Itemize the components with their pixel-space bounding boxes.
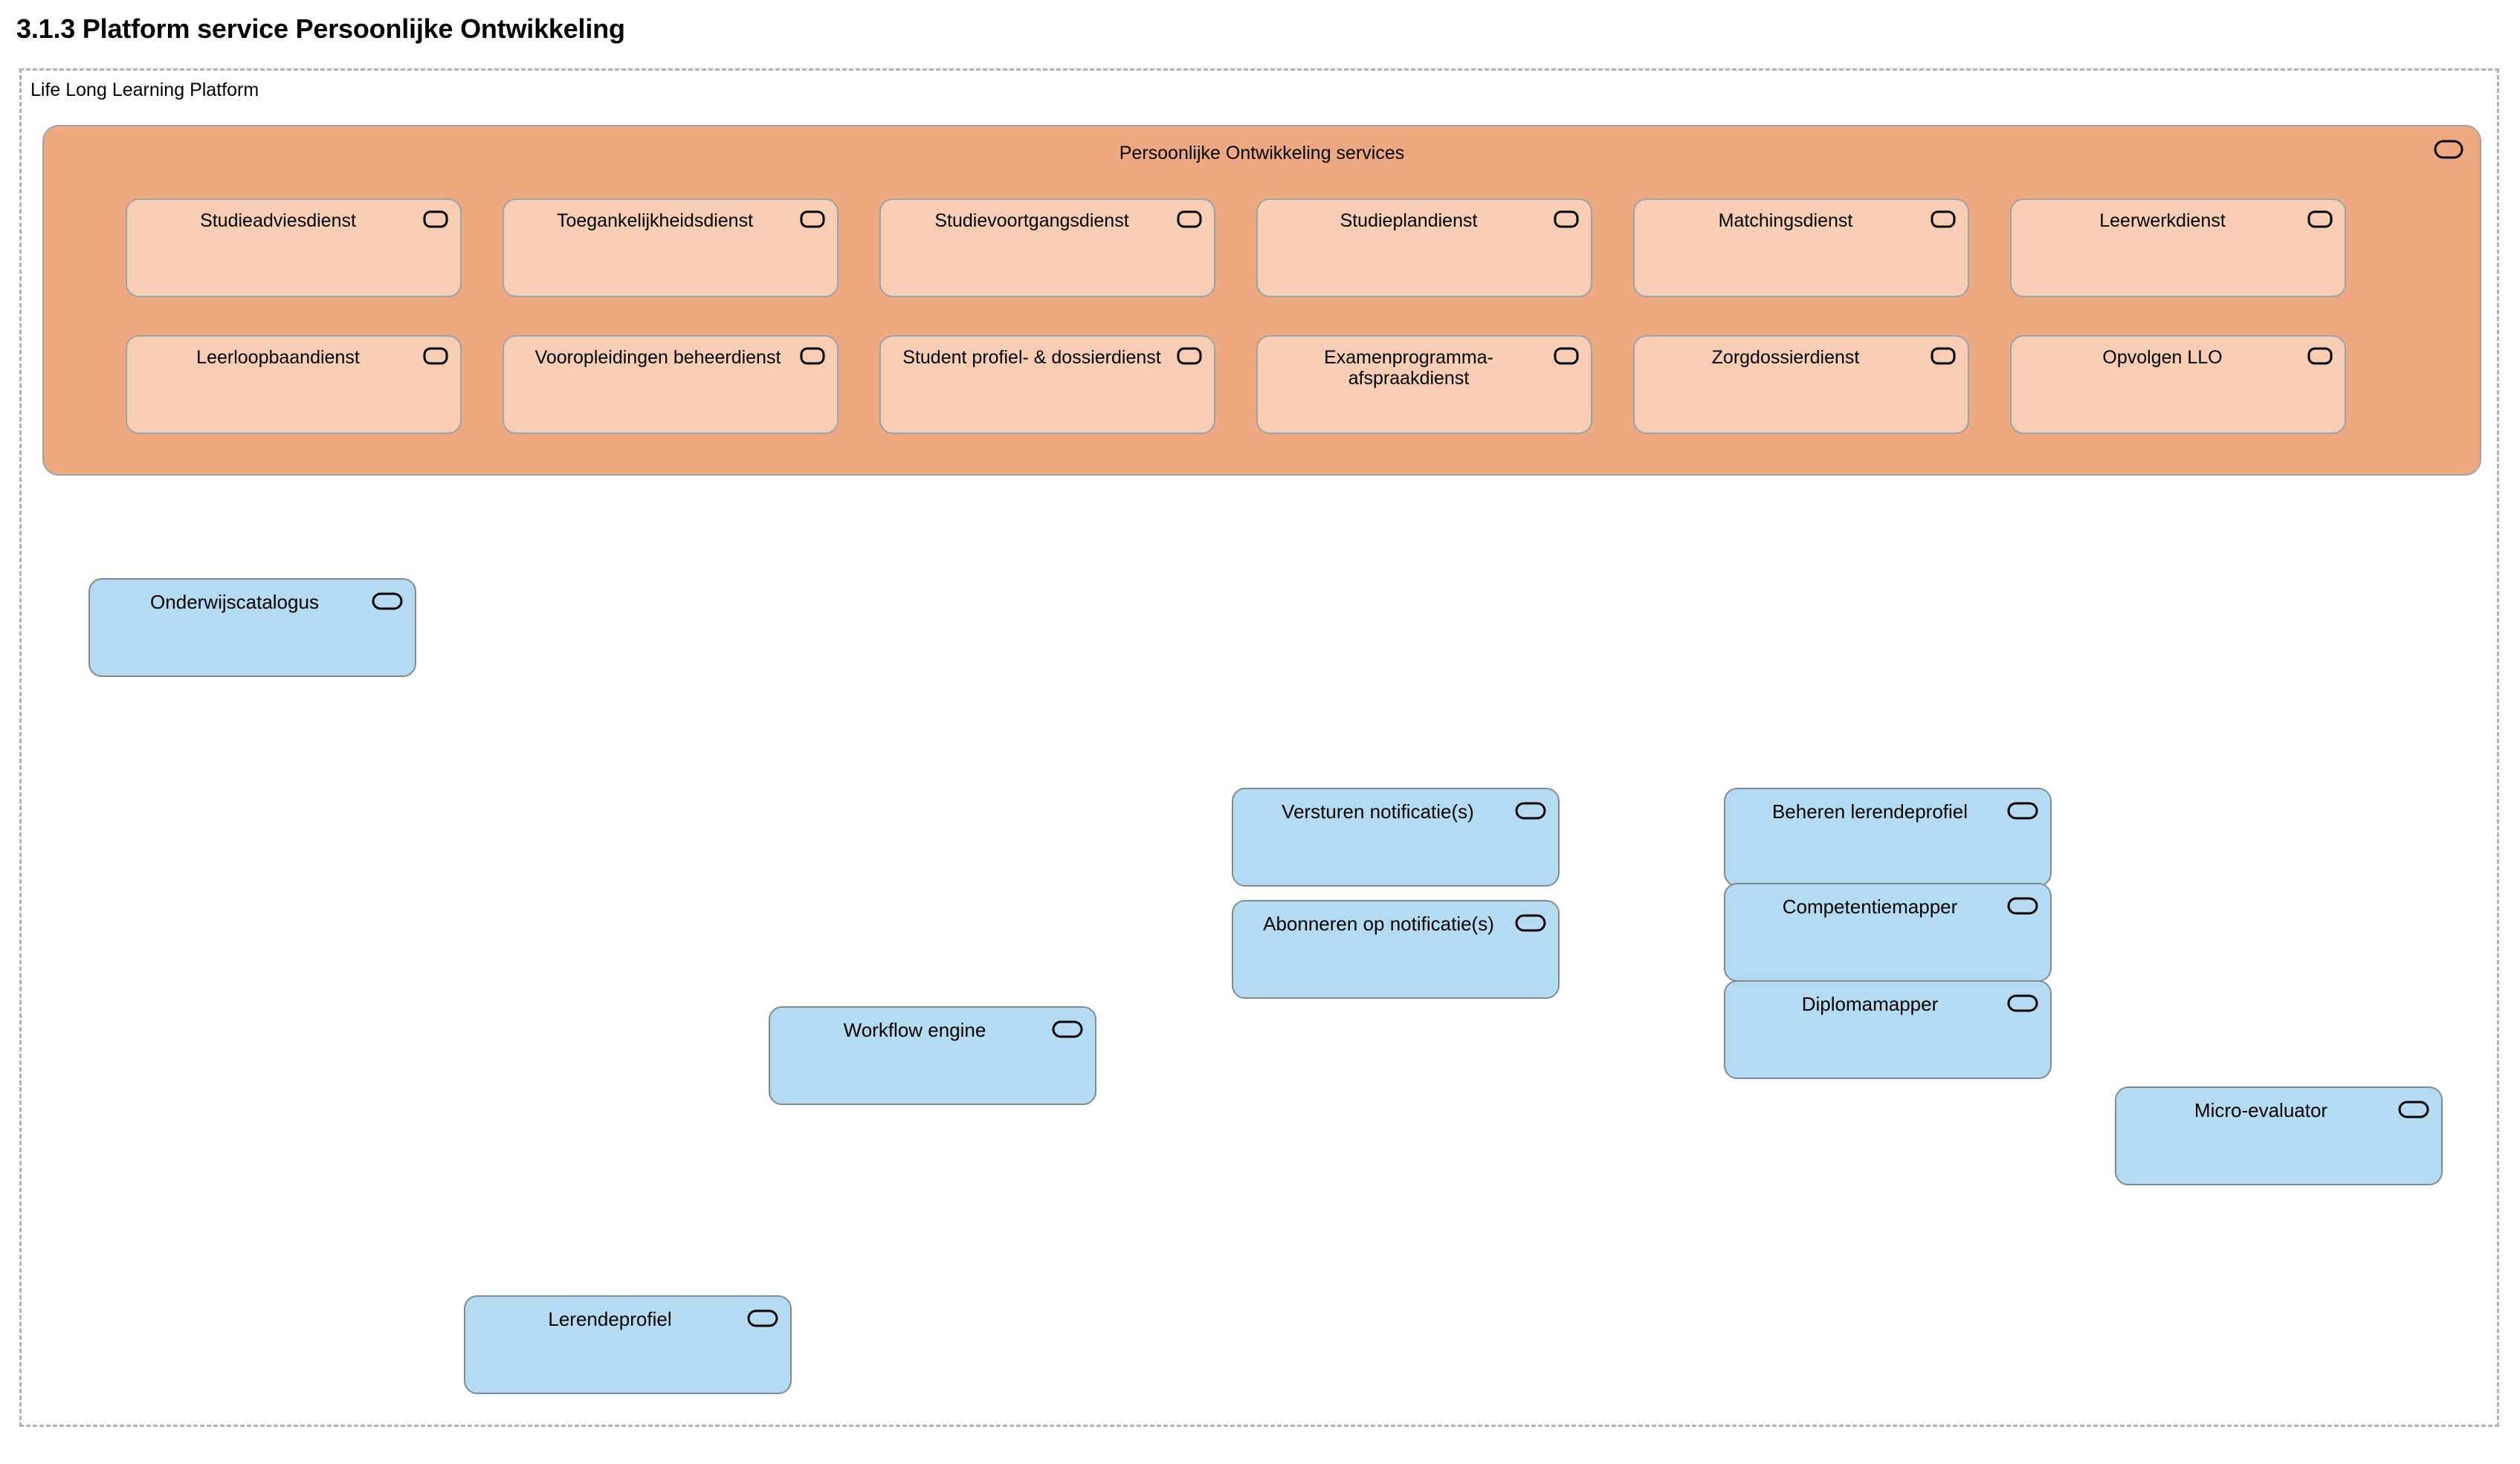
application-service-icon xyxy=(1515,801,1546,820)
service-box-examenprogramma-afspraakdienst[interactable]: Examenprogramma- afspraakdienst xyxy=(1256,335,1592,434)
app-label: Abonneren op notificatie(s) xyxy=(1263,913,1494,935)
application-service-icon xyxy=(1931,347,1956,365)
app-label: Micro-evaluator xyxy=(2194,1099,2328,1121)
application-service-icon xyxy=(1554,210,1579,228)
application-service-icon xyxy=(800,347,825,365)
service-label: Zorgdossierdienst xyxy=(1711,347,1860,368)
app-box-versturen-notificaties[interactable]: Versturen notificatie(s) xyxy=(1232,788,1560,887)
application-service-icon xyxy=(2007,896,2038,916)
app-box-beheren-lerendeprofiel[interactable]: Beheren lerendeprofiel xyxy=(1724,788,2052,887)
application-service-icon xyxy=(1931,210,1956,228)
service-label: Examenprogramma- afspraakdienst xyxy=(1324,347,1493,389)
app-box-abonneren-op-notificaties[interactable]: Abonneren op notificatie(s) xyxy=(1232,900,1560,999)
service-label: Leerloopbaandienst xyxy=(196,347,360,368)
app-label: Diplomamapper xyxy=(1801,993,1939,1015)
app-label: Onderwijscatalogus xyxy=(150,591,319,613)
app-box-diplomamapper[interactable]: Diplomamapper xyxy=(1724,980,2052,1079)
application-service-icon xyxy=(1515,913,1546,933)
application-service-icon xyxy=(2398,1100,2429,1119)
service-box-zorgdossierdienst[interactable]: Zorgdossierdienst xyxy=(1633,335,1969,434)
persoonlijke-ontwikkeling-services-group[interactable]: Persoonlijke Ontwikkeling services Studi… xyxy=(42,125,2481,476)
service-box-studieadviesdienst[interactable]: Studieadviesdienst xyxy=(126,198,462,297)
application-service-icon xyxy=(2007,994,2038,1013)
app-box-micro-evaluator[interactable]: Micro-evaluator xyxy=(2115,1086,2443,1185)
life-long-learning-platform-grouping: Life Long Learning Platform Persoonlijke… xyxy=(19,68,2499,1427)
grouping-label: Life Long Learning Platform xyxy=(30,80,259,100)
app-box-competentiemapper[interactable]: Competentiemapper xyxy=(1724,883,2052,982)
service-label: Vooropleidingen beheerdienst xyxy=(534,347,781,368)
app-label: Workflow engine xyxy=(843,1019,986,1041)
service-label: Leerwerkdienst xyxy=(2099,210,2226,231)
page-title: 3.1.3 Platform service Persoonlijke Ontw… xyxy=(16,13,625,44)
app-box-workflow-engine[interactable]: Workflow engine xyxy=(769,1006,1096,1105)
service-box-opvolgen-llo[interactable]: Opvolgen LLO xyxy=(2010,335,2346,434)
service-label: Studievoortgangsdienst xyxy=(934,210,1129,231)
application-service-icon xyxy=(372,592,403,611)
app-box-onderwijscatalogus[interactable]: Onderwijscatalogus xyxy=(88,578,416,677)
service-label: Studieadviesdienst xyxy=(200,210,356,231)
app-label: Lerendeprofiel xyxy=(548,1308,672,1330)
service-label: Studieplandienst xyxy=(1340,210,1478,231)
application-service-icon xyxy=(2307,210,2333,228)
application-service-icon xyxy=(423,210,448,228)
service-box-leerwerkdienst[interactable]: Leerwerkdienst xyxy=(2010,198,2346,297)
app-label: Versturen notificatie(s) xyxy=(1282,800,1474,823)
service-box-student-profiel-dossierdienst[interactable]: Student profiel- & dossierdienst xyxy=(879,335,1215,434)
application-service-icon xyxy=(747,1309,778,1328)
service-box-leerloopbaandienst[interactable]: Leerloopbaandienst xyxy=(126,335,462,434)
service-box-studieplandienst[interactable]: Studieplandienst xyxy=(1256,198,1592,297)
application-service-icon xyxy=(423,347,448,365)
application-service-icon xyxy=(1554,347,1579,365)
app-box-lerendeprofiel[interactable]: Lerendeprofiel xyxy=(464,1295,792,1394)
service-box-toegankelijkheidsdienst[interactable]: Toegankelijkheidsdienst xyxy=(503,198,839,297)
service-label: Student profiel- & dossierdienst xyxy=(902,347,1161,368)
service-box-vooropleidingen-beheerdienst[interactable]: Vooropleidingen beheerdienst xyxy=(503,335,839,434)
service-box-studievoortgangsdienst[interactable]: Studievoortgangsdienst xyxy=(879,198,1215,297)
application-service-icon xyxy=(800,210,825,228)
application-service-icon xyxy=(2307,347,2333,365)
app-label: Beheren lerendeprofiel xyxy=(1771,800,1968,823)
services-group-title: Persoonlijke Ontwikkeling services xyxy=(1119,143,1405,163)
service-box-matchingsdienst[interactable]: Matchingsdienst xyxy=(1633,198,1969,297)
application-service-icon xyxy=(1177,347,1202,365)
service-label: Matchingsdienst xyxy=(1718,210,1853,231)
application-service-icon xyxy=(1177,210,1202,228)
service-label: Toegankelijkheidsdienst xyxy=(556,210,754,231)
application-service-icon xyxy=(2007,801,2038,820)
app-label: Competentiemapper xyxy=(1782,895,1958,918)
application-service-icon xyxy=(1052,1020,1083,1039)
service-label: Opvolgen LLO xyxy=(2102,347,2223,368)
